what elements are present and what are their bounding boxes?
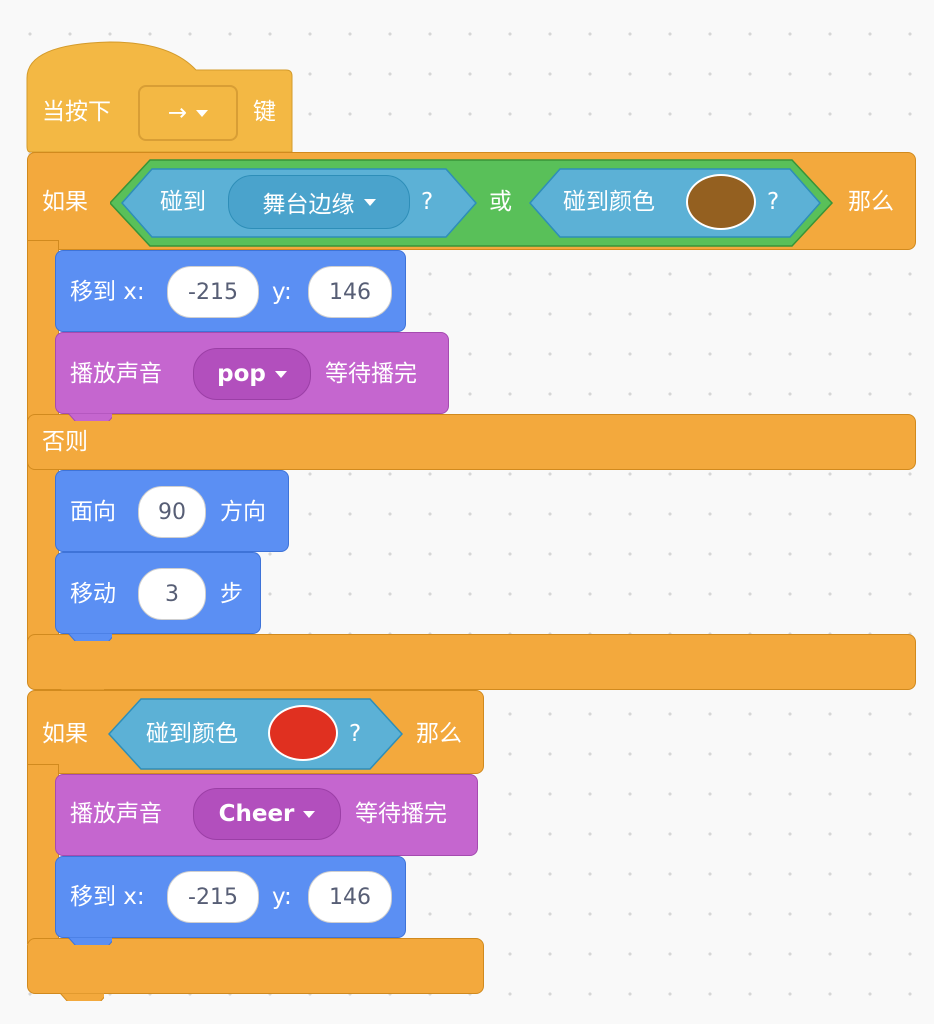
until-done-label-2: 等待播完 [355, 801, 447, 827]
direction-suffix: 方向 [220, 499, 266, 525]
y-input-2[interactable]: 146 [308, 871, 392, 923]
key-value: → [167, 100, 188, 126]
play-sound-label-2: 播放声音 [70, 801, 162, 827]
question-mark-3: ? [349, 721, 362, 747]
y-label: y: [272, 279, 292, 305]
color-swatch-red[interactable] [268, 705, 338, 761]
steps-input[interactable]: 3 [138, 568, 206, 620]
direction-input[interactable]: 90 [138, 486, 206, 538]
touching-target-value: 舞台边缘 [262, 192, 355, 218]
sound-value: pop [217, 361, 266, 387]
touching-label: 碰到 [160, 189, 206, 215]
if-else-footer [27, 634, 916, 690]
goto-label: 移到 x: [70, 279, 145, 305]
chevron-down-icon [363, 198, 376, 206]
goto2-block-notch [68, 937, 112, 945]
then-label-2: 那么 [416, 721, 462, 747]
move-block-notch [68, 633, 112, 641]
or-label: 或 [489, 189, 512, 215]
move-label: 移动 [70, 581, 116, 607]
hat-suffix-label: 键 [253, 99, 276, 125]
x-input[interactable]: -215 [167, 266, 259, 318]
point-label: 面向 [70, 499, 116, 525]
color-swatch-brown[interactable] [686, 174, 756, 230]
else-label: 否则 [42, 429, 88, 455]
key-dropdown[interactable]: → [138, 85, 238, 141]
else-header [27, 414, 916, 470]
touching-color-label-2: 碰到颜色 [146, 721, 238, 747]
chevron-down-icon [196, 109, 209, 117]
until-done-label: 等待播完 [325, 361, 417, 387]
if2-bottom-notch [60, 993, 104, 1001]
sound-value-2: Cheer [218, 801, 295, 827]
x-input-2[interactable]: -215 [167, 871, 259, 923]
question-mark-2: ? [767, 189, 780, 215]
goto-label-2: 移到 x: [70, 884, 145, 910]
then-label: 那么 [848, 189, 894, 215]
touching-target-dropdown[interactable]: 舞台边缘 [228, 175, 410, 229]
y-input[interactable]: 146 [308, 266, 392, 318]
if2-footer [27, 938, 484, 994]
touching-color-label: 碰到颜色 [563, 189, 655, 215]
if-label: 如果 [42, 189, 88, 215]
question-mark: ? [421, 189, 434, 215]
chevron-down-icon [303, 810, 316, 818]
hat-prefix-label: 当按下 [42, 99, 111, 125]
steps-suffix: 步 [220, 581, 243, 607]
chevron-down-icon [274, 370, 287, 378]
sound-block-notch [68, 413, 112, 421]
play-sound-label: 播放声音 [70, 361, 162, 387]
if2-label: 如果 [42, 721, 88, 747]
sound-dropdown-2[interactable]: Cheer [193, 788, 341, 840]
y-label-2: y: [272, 884, 292, 910]
sound-dropdown[interactable]: pop [193, 348, 311, 400]
